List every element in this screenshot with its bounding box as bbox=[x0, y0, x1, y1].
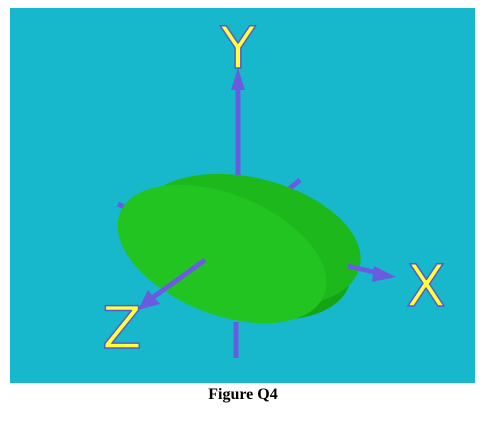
x-axis bbox=[347, 263, 396, 282]
z-axis-label: Z bbox=[102, 294, 142, 362]
y-axis-arrowhead bbox=[231, 68, 245, 90]
3d-axes-scene: Y X Z bbox=[10, 8, 475, 383]
y-axis-label: Y bbox=[219, 14, 256, 82]
z-axis-arrowhead bbox=[138, 290, 160, 310]
z-axis bbox=[138, 257, 207, 310]
disk-top-face bbox=[117, 184, 327, 324]
elliptical-disk bbox=[117, 173, 361, 324]
y-axis bbox=[231, 68, 245, 188]
figure-caption: Figure Q4 bbox=[208, 386, 278, 403]
x-axis-label: X bbox=[406, 252, 446, 320]
x-axis-arrowhead bbox=[372, 266, 396, 282]
